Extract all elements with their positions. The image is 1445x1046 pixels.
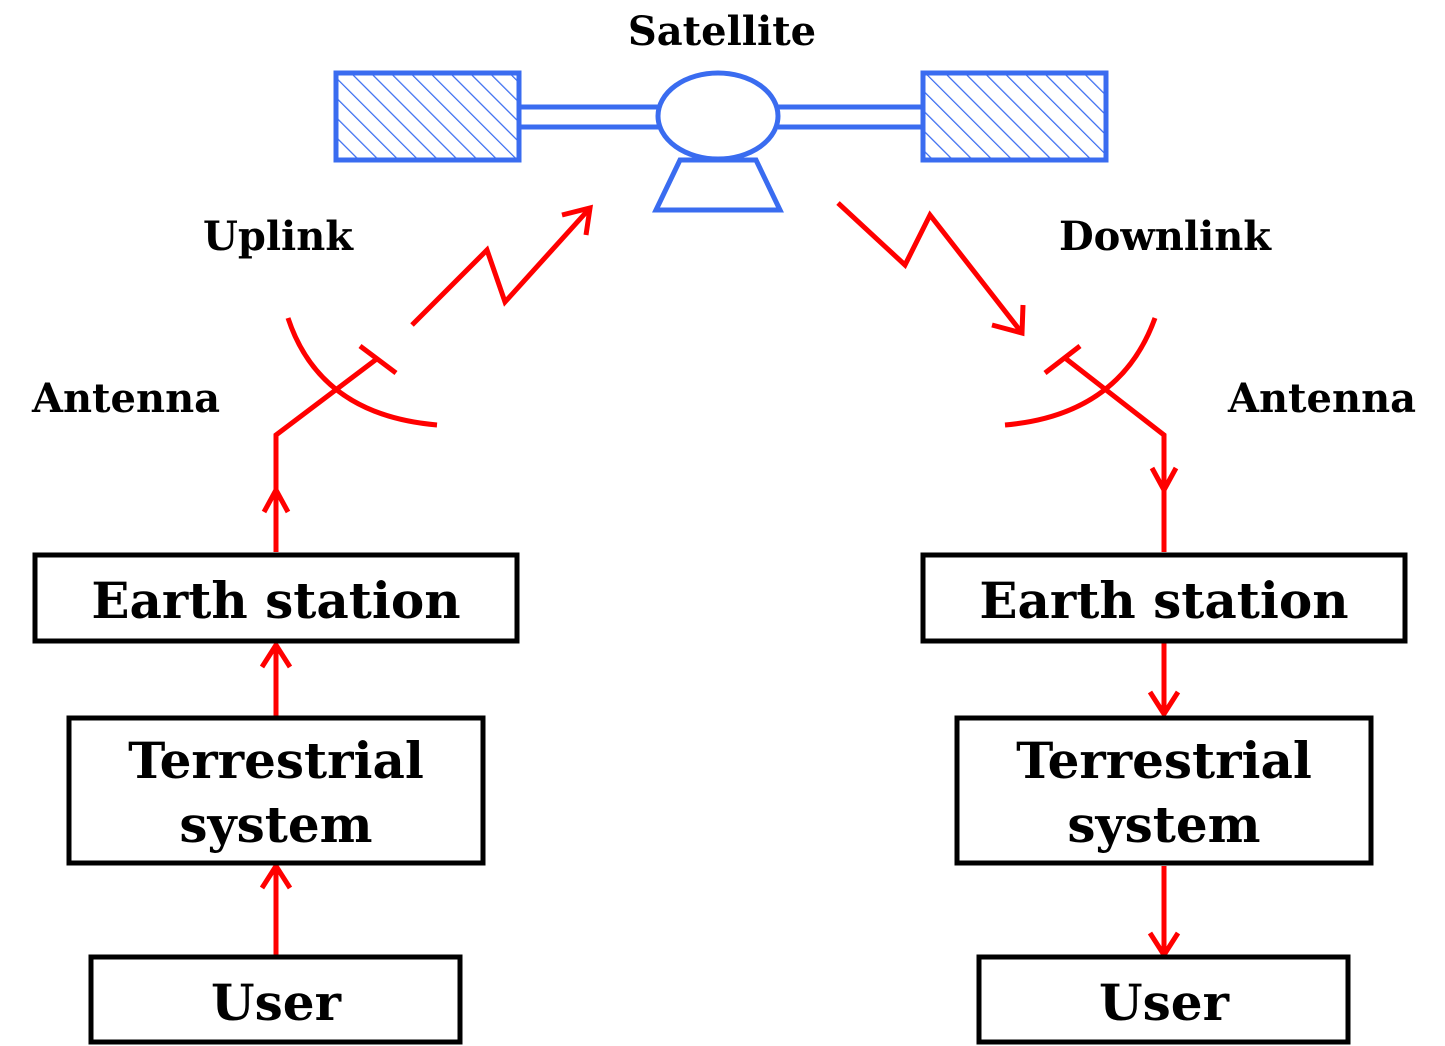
left-solar-panel <box>333 70 522 163</box>
right-earth-station-box: Earth station <box>920 552 1408 644</box>
right-arrow-terrestrial-to-user <box>1147 866 1181 960</box>
left-antenna-feed-cap <box>358 344 398 375</box>
satellite-dish-base <box>652 157 784 213</box>
uplink-arrowhead <box>561 204 594 236</box>
left-antenna <box>273 317 438 552</box>
antenna-label-right: Antenna <box>1227 375 1416 422</box>
satellite-label: Satellite <box>628 8 816 55</box>
left-terrestrial-label-line2: system <box>179 795 372 854</box>
uplink-signal <box>410 204 594 327</box>
right-terrestrial-label-line1: Terrestrial <box>1016 731 1312 790</box>
satellite <box>333 70 1109 213</box>
left-panel-arm <box>519 104 660 130</box>
right-antenna <box>1004 317 1167 552</box>
right-solar-panel <box>920 70 1109 163</box>
downlink-label: Downlink <box>1059 213 1272 260</box>
left-user-box: User <box>88 954 463 1045</box>
downlink-arrowhead <box>991 304 1026 337</box>
right-user-box: User <box>976 954 1351 1045</box>
left-arrow-antenna <box>261 484 291 514</box>
left-terrestrial-label-line1: Terrestrial <box>128 731 424 790</box>
left-earth-station-label: Earth station <box>91 571 460 630</box>
uplink-label: Uplink <box>203 213 354 260</box>
downlink-signal <box>836 201 1026 337</box>
left-antenna-dish <box>285 317 438 428</box>
left-earth-station-box: Earth station <box>32 552 520 644</box>
right-terrestrial-system-box: Terrestrial system <box>954 715 1374 866</box>
satellite-body <box>655 70 781 162</box>
right-user-label: User <box>1099 973 1230 1032</box>
right-antenna-dish <box>1004 317 1158 428</box>
antenna-label-left: Antenna <box>31 375 220 422</box>
right-terrestrial-label-line2: system <box>1067 795 1260 854</box>
right-arrow-earth-to-terrestrial <box>1147 643 1181 719</box>
left-antenna-feed <box>273 356 380 552</box>
right-arrow-antenna <box>1149 466 1179 496</box>
left-arrow-terrestrial-to-earth <box>259 640 293 716</box>
right-antenna-feed <box>1063 356 1167 552</box>
left-arrow-user-to-terrestrial <box>259 861 293 955</box>
right-antenna-feed-cap <box>1043 344 1082 375</box>
right-panel-arm <box>778 104 923 130</box>
right-earth-station-label: Earth station <box>979 571 1348 630</box>
left-user-label: User <box>211 973 342 1032</box>
left-terrestrial-system-box: Terrestrial system <box>66 715 486 866</box>
